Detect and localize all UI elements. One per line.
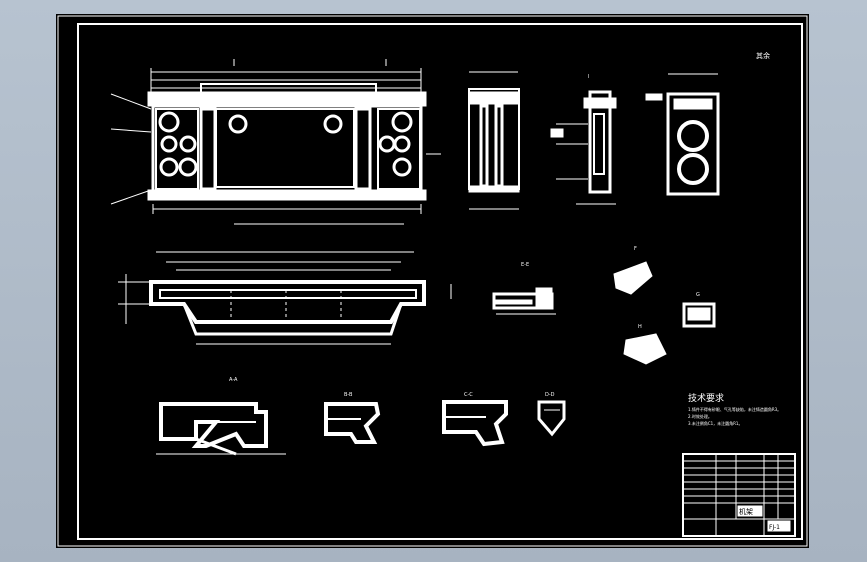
- section-label-6: F: [634, 246, 637, 252]
- roughness-mark: 其余: [756, 51, 770, 60]
- end-view: [645, 73, 720, 196]
- section-label-3: C-C: [464, 392, 473, 398]
- cad-viewport[interactable]: 其余 A-A B-B C-C D-D E-E F G H I 技术要求 1.铸件…: [56, 14, 809, 548]
- section-view-large: [156, 402, 286, 456]
- inner-border: [77, 23, 803, 540]
- section-view-b: [442, 400, 508, 447]
- section-label-5: E-E: [521, 262, 529, 268]
- note-line-1: 1.铸件不得有砂眼、气孔等缺陷，未注铸造圆角R3。: [688, 406, 781, 412]
- detail-section-2: [613, 261, 653, 295]
- section-label-1: A-A: [229, 377, 238, 383]
- notes-title: 技术要求: [688, 392, 724, 404]
- section-label-2: B-B: [344, 392, 353, 398]
- section-view-a: [324, 402, 381, 444]
- detail-section-3: [682, 302, 716, 328]
- section-label-8: H: [638, 324, 642, 330]
- section-label-4: D-D: [545, 392, 555, 398]
- detail-section-1: [492, 287, 556, 315]
- section-label-9: I: [588, 74, 589, 80]
- outer-border: [57, 15, 808, 547]
- title-drawing-no: FJ-1: [769, 524, 780, 531]
- detail-section-4: [623, 333, 667, 365]
- section-view-c: [537, 400, 566, 437]
- title-block: [682, 453, 796, 537]
- note-line-3: 3.未注倒角C1，未注圆角R1。: [688, 420, 742, 426]
- title-part-name: 机架: [739, 507, 753, 516]
- front-view: [110, 59, 441, 225]
- note-line-2: 2.时效处理。: [688, 413, 712, 419]
- section-label-7: G: [696, 292, 700, 298]
- bottom-view: [118, 251, 452, 345]
- narrow-section-view: [550, 90, 617, 205]
- side-view: [468, 71, 520, 210]
